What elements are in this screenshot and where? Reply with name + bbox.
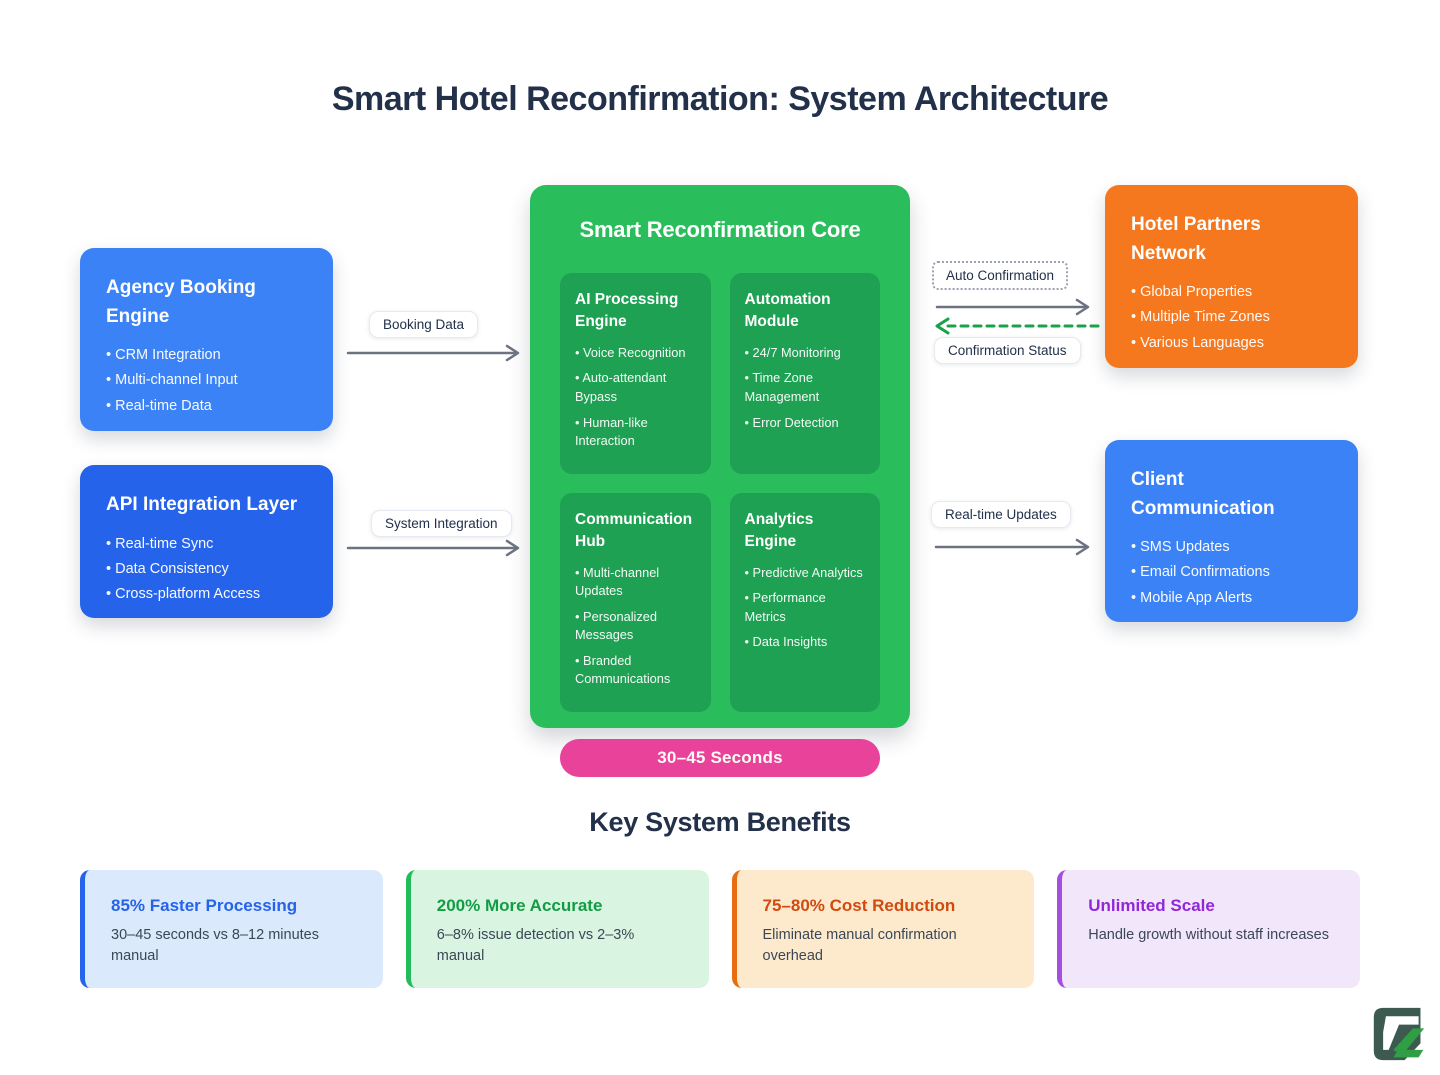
feature-item: Voice Recognition bbox=[575, 344, 696, 363]
flow-label-booking-data: Booking Data bbox=[369, 311, 479, 338]
feature-item: Multi-channel Updates bbox=[575, 564, 696, 601]
feature-item: CRM Integration bbox=[106, 343, 307, 368]
benefits-row: 85% Faster Processing 30–45 seconds vs 8… bbox=[80, 870, 1360, 988]
module-title: Communication Hub bbox=[575, 510, 693, 551]
feature-item: SMS Updates bbox=[1131, 535, 1332, 560]
feature-item: Time Zone Management bbox=[745, 369, 866, 406]
module-automation-module: Automation Module 24/7 Monitoring Time Z… bbox=[729, 273, 880, 474]
flow-label-confirmation-status: Confirmation Status bbox=[934, 337, 1081, 364]
node-agency-booking-engine: Agency Booking Engine CRM Integration Mu… bbox=[80, 248, 333, 431]
benefit-body: 6–8% issue detection vs 2–3% manual bbox=[436, 927, 635, 965]
page-title: Smart Hotel Reconfirmation: System Archi… bbox=[331, 80, 1109, 118]
flow-label-realtime-updates: Real-time Updates bbox=[931, 501, 1071, 528]
feature-item: Performance Metrics bbox=[745, 589, 866, 626]
feature-item: Cross-platform Access bbox=[106, 582, 307, 607]
auto-confirmation-arrow bbox=[935, 298, 1090, 316]
module-title: Analytics Engine bbox=[744, 510, 814, 551]
processing-time-badge: 30–45 Seconds bbox=[560, 738, 880, 777]
feature-item: Real-time Data bbox=[106, 394, 307, 419]
benefit-card-cost-reduction: 75–80% Cost Reduction Eliminate manual c… bbox=[731, 870, 1035, 988]
node-hotel-partners-network: Hotel Partners Network Global Properties… bbox=[1105, 185, 1358, 368]
node-title: Agency Booking Engine bbox=[106, 277, 256, 327]
module-feature-list: 24/7 Monitoring Time Zone Management Err… bbox=[745, 344, 866, 432]
benefit-card-unlimited-scale: Unlimited Scale Handle growth without st… bbox=[1057, 870, 1360, 988]
benefit-card-faster-processing: 85% Faster Processing 30–45 seconds vs 8… bbox=[80, 870, 383, 988]
node-title: Client Communication bbox=[1131, 469, 1275, 519]
feature-item: Data Insights bbox=[745, 633, 866, 652]
benefit-title: Unlimited Scale bbox=[1088, 896, 1215, 915]
benefit-card-more-accurate: 200% More Accurate 6–8% issue detection … bbox=[405, 870, 709, 988]
confirmation-status-arrow bbox=[935, 317, 1100, 335]
module-feature-list: Voice Recognition Auto-attendant Bypass … bbox=[575, 344, 696, 451]
module-ai-processing-engine: AI Processing Engine Voice Recognition A… bbox=[560, 273, 711, 474]
feature-item: Personalized Messages bbox=[575, 608, 696, 645]
module-communication-hub: Communication Hub Multi-channel Updates … bbox=[560, 492, 711, 712]
feature-item: Mobile App Alerts bbox=[1131, 586, 1332, 611]
module-feature-list: Multi-channel Updates Personalized Messa… bbox=[575, 564, 696, 689]
benefit-body: 30–45 seconds vs 8–12 minutes manual bbox=[111, 927, 319, 965]
fz-logo-icon bbox=[1373, 1007, 1425, 1061]
flow-label-system-integration: System Integration bbox=[371, 510, 512, 537]
feature-item: Multiple Time Zones bbox=[1131, 305, 1332, 330]
feature-item: Human-like Interaction bbox=[575, 414, 696, 451]
benefits-heading: Key System Benefits bbox=[589, 807, 851, 837]
module-analytics-engine: Analytics Engine Predictive Analytics Pe… bbox=[729, 492, 880, 712]
core-modules-grid: AI Processing Engine Voice Recognition A… bbox=[560, 273, 880, 712]
feature-item: Email Confirmations bbox=[1131, 560, 1332, 585]
node-title: API Integration Layer bbox=[106, 494, 298, 515]
benefit-body: Eliminate manual confirmation overhead bbox=[762, 927, 957, 965]
feature-item: Predictive Analytics bbox=[745, 564, 866, 583]
node-feature-list: CRM Integration Multi-channel Input Real… bbox=[106, 343, 307, 419]
module-title: Automation Module bbox=[744, 291, 831, 331]
feature-item: Data Consistency bbox=[106, 557, 307, 582]
flow-label-auto-confirmation: Auto Confirmation bbox=[932, 261, 1069, 290]
core-title: Smart Reconfirmation Core bbox=[579, 217, 861, 242]
feature-item: Various Languages bbox=[1131, 331, 1332, 356]
node-feature-list: Global Properties Multiple Time Zones Va… bbox=[1131, 280, 1332, 356]
feature-item: Branded Communications bbox=[575, 652, 696, 689]
benefit-body: Handle growth without staff increases bbox=[1088, 927, 1329, 943]
feature-item: Error Detection bbox=[745, 414, 866, 433]
benefit-title: 85% Faster Processing bbox=[111, 896, 298, 915]
module-feature-list: Predictive Analytics Performance Metrics… bbox=[745, 564, 866, 652]
node-smart-reconfirmation-core: Smart Reconfirmation Core AI Processing … bbox=[530, 185, 910, 777]
feature-item: Auto-attendant Bypass bbox=[575, 369, 696, 406]
node-client-communication: Client Communication SMS Updates Email C… bbox=[1105, 440, 1358, 622]
feature-item: Multi-channel Input bbox=[106, 368, 307, 393]
benefit-title: 200% More Accurate bbox=[436, 896, 603, 915]
system-integration-arrow bbox=[346, 539, 520, 557]
booking-data-arrow bbox=[346, 344, 520, 362]
feature-item: Real-time Sync bbox=[106, 532, 307, 557]
feature-item: Global Properties bbox=[1131, 280, 1332, 305]
feature-item: 24/7 Monitoring bbox=[745, 344, 866, 363]
module-title: AI Processing Engine bbox=[575, 291, 679, 331]
node-feature-list: Real-time Sync Data Consistency Cross-pl… bbox=[106, 532, 307, 608]
benefit-title: 75–80% Cost Reduction bbox=[762, 896, 956, 915]
node-feature-list: SMS Updates Email Confirmations Mobile A… bbox=[1131, 535, 1332, 611]
node-title: Hotel Partners Network bbox=[1131, 214, 1261, 264]
realtime-updates-arrow bbox=[934, 538, 1090, 556]
node-api-integration-layer: API Integration Layer Real-time Sync Dat… bbox=[80, 465, 333, 618]
